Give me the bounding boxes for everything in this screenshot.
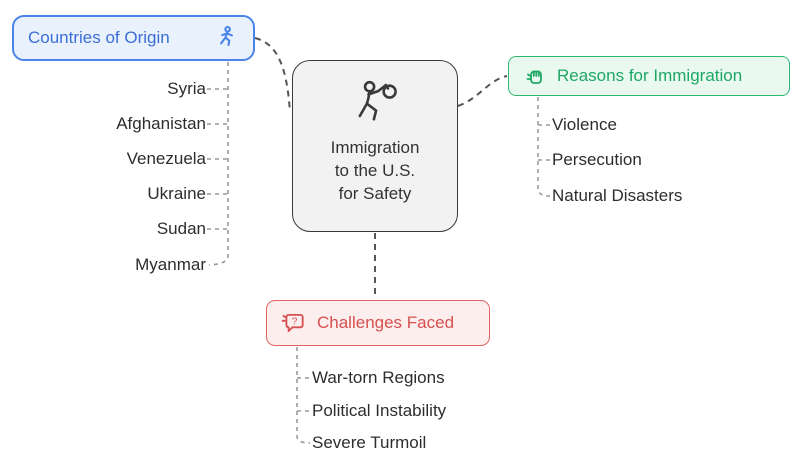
connector-countries-center (254, 37, 291, 113)
leaf-country: Afghanistan (116, 114, 206, 133)
leaf-country: Sudan (156, 219, 206, 238)
center-node-immigration: Immigration to the U.S. for Safety (292, 60, 458, 232)
center-title-line-2: to the U.S. (334, 160, 416, 180)
leaf-country: Syria (167, 79, 206, 98)
leaf-reason: Natural Disasters (552, 186, 683, 205)
question-speech-bubble-icon: ? (281, 310, 307, 336)
leaf-reason: Persecution (552, 150, 642, 169)
reasons-leaf-spine (537, 97, 551, 197)
countries-node-label: Countries of Origin (28, 28, 170, 47)
branch-node-reasons-for-immigration: Reasons for Immigration (508, 56, 790, 96)
branch-node-challenges-faced: ? Challenges Faced (266, 300, 490, 346)
leaf-challenge: Political Instability (312, 401, 447, 420)
leaf-country: Venezuela (126, 149, 206, 168)
reasons-node-label: Reasons for Immigration (557, 66, 743, 85)
countries-leaf-spine (208, 62, 229, 266)
challenges-node-label: Challenges Faced (317, 313, 455, 332)
connector-center-reasons (457, 75, 508, 107)
leaf-challenge: War-torn Regions (312, 368, 445, 387)
question-mark-glyph: ? (292, 317, 298, 328)
challenges-leaf-spine (296, 347, 311, 444)
center-node-title: Immigration to the U.S. for Safety (331, 137, 420, 206)
leaf-reason: Violence (552, 115, 617, 134)
leaf-challenge: Severe Turmoil (312, 433, 427, 452)
running-person-icon (213, 25, 239, 51)
branch-node-countries-of-origin: Countries of Origin (12, 15, 255, 61)
center-title-line-3: for Safety (338, 183, 412, 203)
leaf-country: Myanmar (135, 255, 206, 274)
leaf-country: Ukraine (147, 184, 206, 203)
center-title-line-1: Immigration (330, 138, 420, 157)
fist-icon (523, 64, 547, 88)
traveler-with-bindle-icon (349, 77, 401, 129)
